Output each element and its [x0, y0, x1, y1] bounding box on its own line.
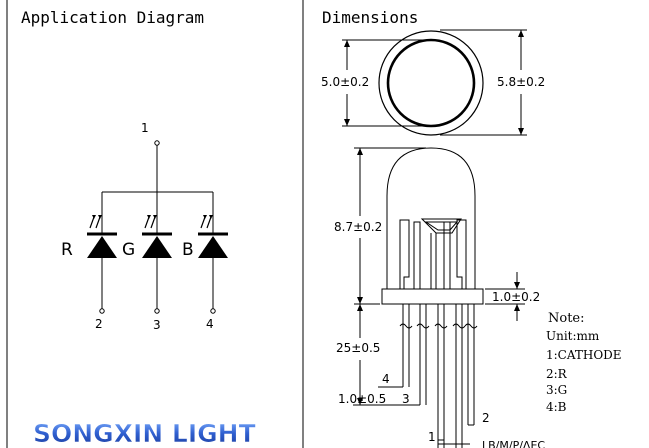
schematic-wiring [99, 140, 216, 314]
side-view-arrows [357, 148, 520, 405]
lead-spacing-label: 1.0±0.5 [338, 392, 386, 406]
led-label-red: R [61, 240, 73, 260]
lead-label-pin4: 4 [382, 372, 390, 386]
led-symbol-blue [198, 215, 228, 258]
inner-diameter-label: 5.0±0.2 [321, 75, 369, 89]
flange-height-label: 1.0±0.2 [492, 290, 540, 304]
note-unit: Unit:mm [546, 329, 600, 343]
body-height-label: 8.7±0.2 [334, 220, 382, 234]
led-side-view [381, 147, 484, 448]
outer-diameter-label: 5.8±0.2 [497, 75, 545, 89]
lead-callouts [378, 386, 474, 445]
pin-label-red: 2 [95, 317, 103, 331]
top-view-arrows [344, 30, 524, 135]
lead-label-pin2: 2 [482, 411, 490, 425]
note-item-g: 3:G [546, 383, 567, 397]
led-top-view [378, 30, 484, 136]
pin-label-green: 3 [153, 318, 161, 332]
dimensions-title: Dimensions [322, 8, 418, 27]
led-symbol-red [87, 215, 117, 258]
note-item-cathode: 1:CATHODE [546, 348, 622, 362]
pin-label-blue: 4 [206, 317, 214, 331]
lead-break-marks [399, 323, 478, 329]
note-item-r: 2:R [546, 367, 568, 381]
led-symbol-green [142, 215, 172, 258]
application-diagram-title: Application Diagram [21, 8, 204, 27]
note-title: Note: [548, 311, 585, 326]
partial-spec-text: LB/M/P/ΛEC [482, 439, 545, 448]
lead-label-pin3: 3 [402, 392, 410, 406]
led-label-green: G [122, 240, 135, 260]
led-label-blue: B [182, 240, 194, 260]
note-item-b: 4:B [546, 400, 567, 414]
notes-block: Note: Unit:mm 1:CATHODE 2:R 3:G 4:B [546, 311, 622, 414]
lead-length-label: 25±0.5 [336, 341, 380, 355]
side-view-dimension-lines [353, 147, 525, 406]
watermark-text: SONGXIN LIGHT [33, 419, 256, 448]
pin-label-common: 1 [141, 121, 149, 135]
lead-label-pin1: 1 [428, 430, 436, 444]
